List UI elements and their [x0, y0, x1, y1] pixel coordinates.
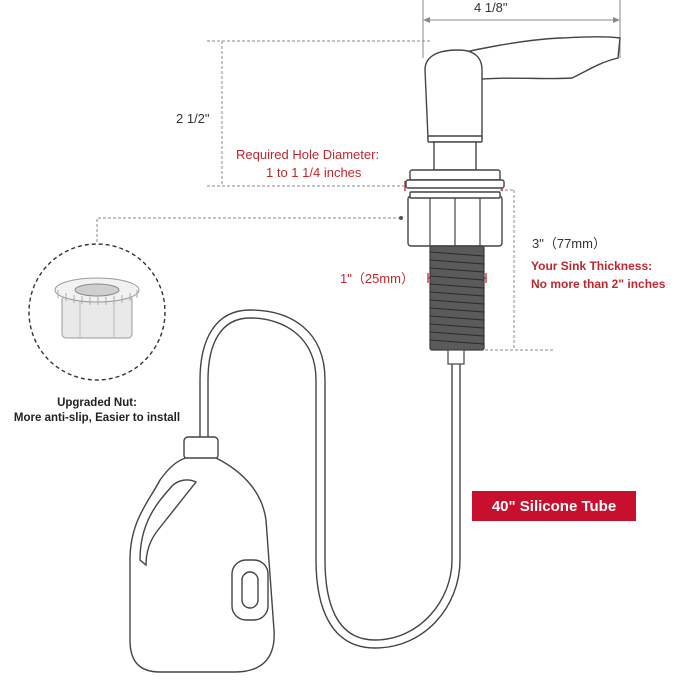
nut-inset [28, 243, 166, 381]
tube-badge [472, 491, 636, 521]
silicone-tube [199, 309, 461, 649]
shank-diameter-label: 1"（25mm） [340, 271, 414, 286]
width-label: 4 1/8" [474, 0, 508, 15]
hole-diameter-title: Required Hole Diameter: [236, 147, 379, 162]
nut-title: Upgraded Nut: [57, 397, 137, 409]
sink-thickness-title: Your Sink Thickness: [531, 259, 652, 273]
hole-diameter-value: 1 to 1 1/4 inches [266, 165, 362, 180]
pump-head [405, 36, 621, 189]
threaded-shank [429, 245, 485, 365]
soap-bottle [129, 436, 275, 673]
shank-length-label: 3"（77mm） [532, 236, 606, 251]
mount-nut [407, 191, 503, 247]
sink-thickness-value: No more than 2" inches [531, 277, 666, 291]
height-label: 2 1/2" [176, 111, 210, 126]
tube-label: 40" Silicone Tube [492, 498, 616, 515]
nut-description: More anti-slip, Easier to install [14, 412, 180, 424]
